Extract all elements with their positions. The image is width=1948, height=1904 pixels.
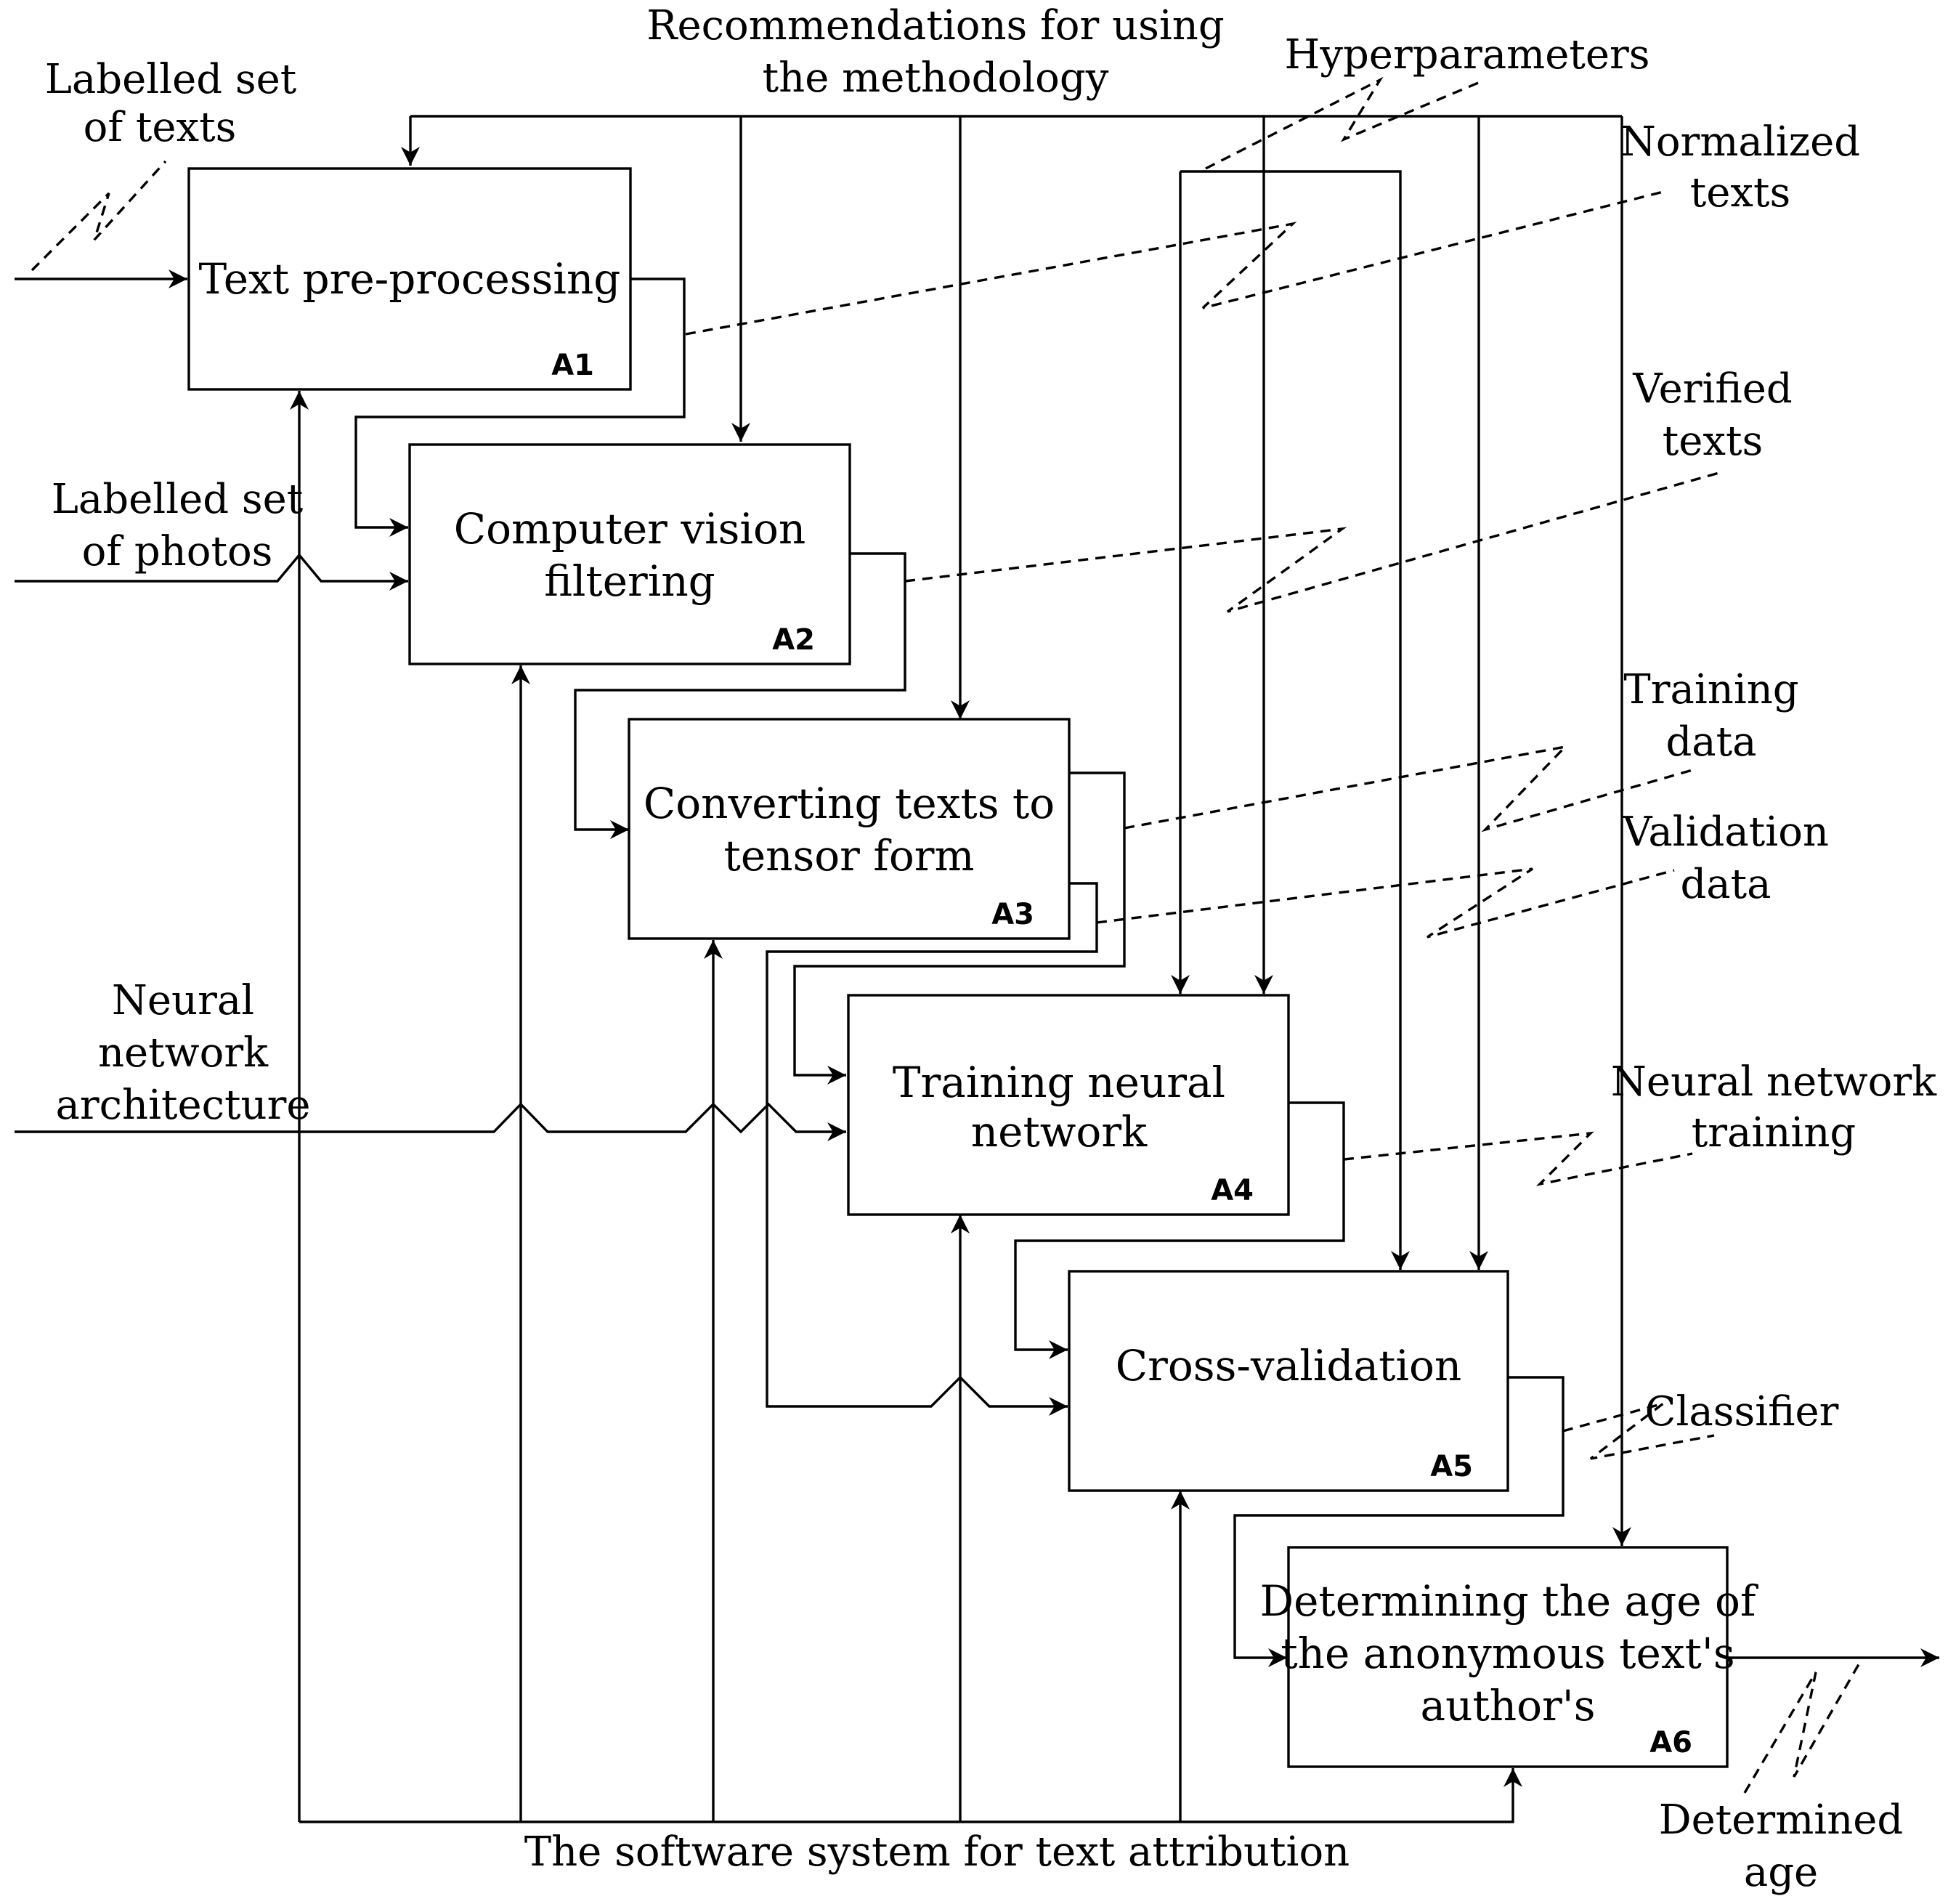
box-a4: Training neural network A4 <box>847 994 1290 1216</box>
label-labelled-texts-1: Labelled set <box>45 56 297 103</box>
label-determined-age-1: Determined <box>1659 1796 1904 1844</box>
label-nn-training-1: Neural network <box>1611 1058 1937 1106</box>
label-nn-architecture-3: architecture <box>56 1082 311 1129</box>
label-nn-training-2: training <box>1692 1109 1856 1156</box>
box-a6: Determining the age of the anonymous tex… <box>1260 1546 1758 1768</box>
label-hyperparameters: Hyperparameters <box>1284 31 1649 78</box>
label-training-data-1: Training <box>1623 666 1798 713</box>
label-labelled-photos-2: of photos <box>82 528 273 575</box>
label-validation-data-2: data <box>1680 861 1771 908</box>
box-a5: Cross-validation A5 <box>1068 1270 1509 1492</box>
box-a3-title-line-1: Converting texts to <box>644 779 1055 828</box>
label-determined-age-2: age <box>1744 1849 1818 1896</box>
label-classifier: Classifier <box>1645 1388 1839 1435</box>
label-verified-texts-1: Verified <box>1632 365 1792 413</box>
box-a6-title-line-1: Determining the age of <box>1260 1576 1758 1626</box>
label-recommendations-2: the methodology <box>763 54 1109 102</box>
box-a4-code: A4 <box>1211 1174 1254 1207</box>
label-recommendations-1: Recommendations for using <box>646 2 1224 49</box>
label-nn-architecture-2: network <box>98 1029 269 1077</box>
box-a5-title: Cross-validation <box>1116 1341 1461 1390</box>
box-a1: Text pre-processing A1 <box>187 167 632 391</box>
box-a2-code: A2 <box>772 623 815 657</box>
box-a5-code: A5 <box>1430 1450 1473 1483</box>
label-training-data-2: data <box>1665 718 1756 766</box>
box-a3-title-line-2: tensor form <box>724 831 975 880</box>
label-normalized-texts-1: Normalized <box>1620 118 1860 166</box>
label-software-system: The software system for text attribution <box>524 1828 1350 1876</box>
label-validation-data-1: Validation <box>1622 809 1829 856</box>
box-a4-title-line-1: Training neural <box>893 1058 1225 1107</box>
box-a3: Converting texts to tensor form A3 <box>628 718 1071 940</box>
box-a6-code: A6 <box>1649 1726 1692 1759</box>
flow-arrows <box>354 278 1939 1667</box>
input-arrows <box>15 270 846 1141</box>
box-a2: Computer vision filtering A2 <box>408 443 851 665</box>
label-verified-texts-2: texts <box>1663 418 1763 465</box>
label-leaders <box>31 76 1862 1794</box>
control-arrows <box>401 115 1631 1546</box>
label-labelled-texts-2: of texts <box>84 104 237 151</box>
box-a1-title: Text pre-processing <box>199 254 621 304</box>
mechanism-arrows <box>290 391 1522 1823</box>
box-a2-title-line-2: filtering <box>544 556 715 606</box>
box-a1-code: A1 <box>551 349 594 382</box>
box-a4-title-line-2: network <box>971 1107 1148 1156</box>
box-a3-code: A3 <box>991 898 1034 931</box>
label-normalized-texts-2: texts <box>1690 169 1790 216</box>
box-a6-title-line-2: the anonymous text's <box>1281 1629 1734 1678</box>
label-labelled-photos-1: Labelled set <box>52 476 304 523</box>
diagram-labels: Labelled set of texts Labelled set of ph… <box>45 2 1937 1896</box>
label-nn-architecture-1: Neural <box>112 977 254 1024</box>
box-a2-title-line-1: Computer vision <box>454 504 805 554</box>
box-a6-title-line-3: author's <box>1421 1681 1596 1730</box>
